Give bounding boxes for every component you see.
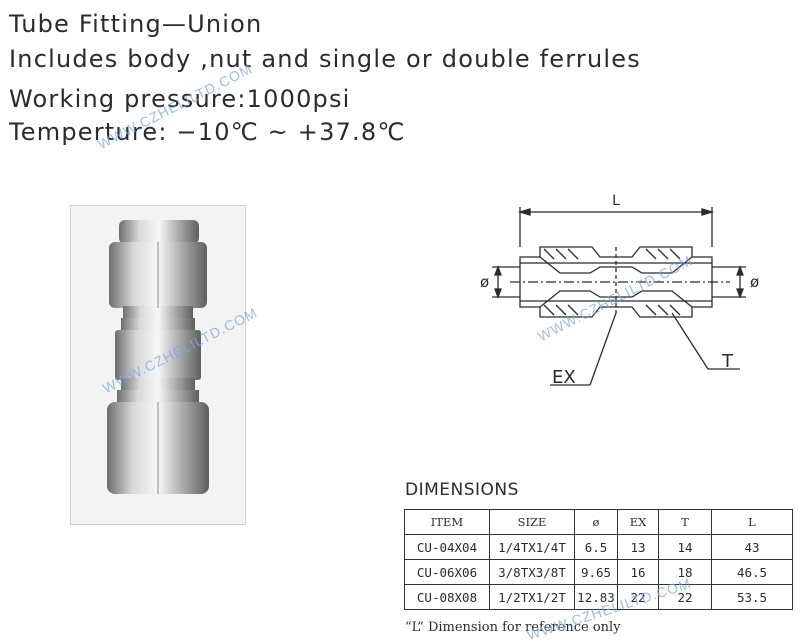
union-fitting-image <box>107 220 209 494</box>
table-cell: 22 <box>617 584 659 610</box>
column-header: ITEM <box>404 509 490 535</box>
column-header: EX <box>617 509 659 535</box>
column-header: SIZE <box>489 509 575 535</box>
table-row: CU-06X06 3/8TX3/8T 9.65 16 18 46.5 <box>404 559 793 585</box>
diameter-label-left: ø <box>480 273 489 291</box>
table-cell: CU-04X04 <box>404 534 490 560</box>
table-header-row: ITEM SIZE ø EX T L <box>404 509 793 535</box>
length-label: L <box>612 193 620 209</box>
table-cell: 14 <box>658 534 712 560</box>
dimensions-table: ITEM SIZE ø EX T L CU-04X04 1/4TX1/4T 6.… <box>404 509 793 610</box>
table-cell: 1/2TX1/2T <box>489 584 575 610</box>
temperature-line: Temperture: −10℃ ~ +37.8℃ <box>9 118 406 146</box>
table-cell: 3/8TX3/8T <box>489 559 575 585</box>
dimensions-title: DIMENSIONS <box>405 480 519 500</box>
table-row: CU-08X08 1/2TX1/2T 12.83 22 22 53.5 <box>404 584 793 610</box>
table-cell: 16 <box>617 559 659 585</box>
thread-label: T <box>721 351 734 372</box>
pressure-line: Working pressure:1000psi <box>9 85 351 113</box>
product-photo <box>70 205 246 525</box>
reference-note: “L” Dimension for reference only <box>405 620 621 635</box>
table-cell: CU-06X06 <box>404 559 490 585</box>
table-cell: 46.5 <box>711 559 793 585</box>
product-title: Tube Fitting—Union <box>9 10 263 38</box>
includes-line: Includes body ,nut and single or double … <box>9 45 641 73</box>
column-header: ø <box>574 509 618 535</box>
table-cell: 6.5 <box>574 534 618 560</box>
table-cell: 53.5 <box>711 584 793 610</box>
diameter-label-right: ø <box>750 273 759 291</box>
column-header: T <box>658 509 712 535</box>
table-cell: CU-08X08 <box>404 584 490 610</box>
table-cell: 12.83 <box>574 584 618 610</box>
technical-drawing: L ø ø EX T <box>440 185 780 395</box>
table-cell: 22 <box>658 584 712 610</box>
table-row: CU-04X04 1/4TX1/4T 6.5 13 14 43 <box>404 534 793 560</box>
table-cell: 43 <box>711 534 793 560</box>
table-cell: 1/4TX1/4T <box>489 534 575 560</box>
column-header: L <box>711 509 793 535</box>
table-cell: 13 <box>617 534 659 560</box>
ex-label: EX <box>552 367 576 388</box>
table-cell: 9.65 <box>574 559 618 585</box>
table-cell: 18 <box>658 559 712 585</box>
